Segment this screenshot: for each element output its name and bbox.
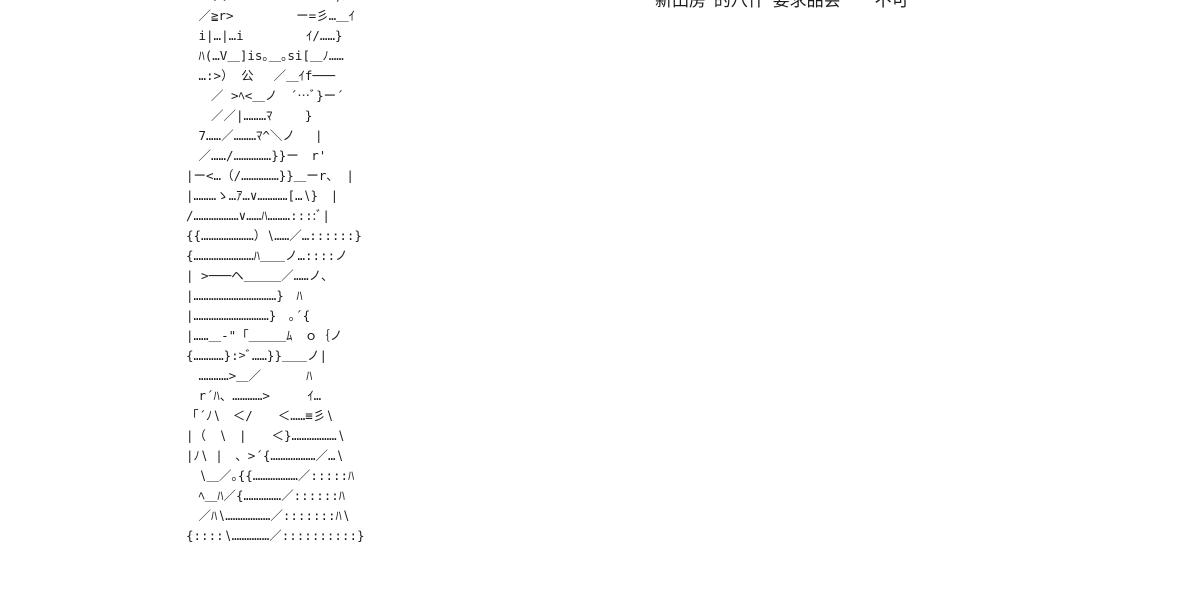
ascii-art-figure: 丶──人 ﾊ"" ´ ""ﾞ)ﾉ….「´￣ ／≧r> ー=彡…＿ｲ i|…|…i… [186, 0, 396, 543]
clipped-caption-text: 新田房"的八什"要求品会 一不可 [655, 0, 909, 11]
